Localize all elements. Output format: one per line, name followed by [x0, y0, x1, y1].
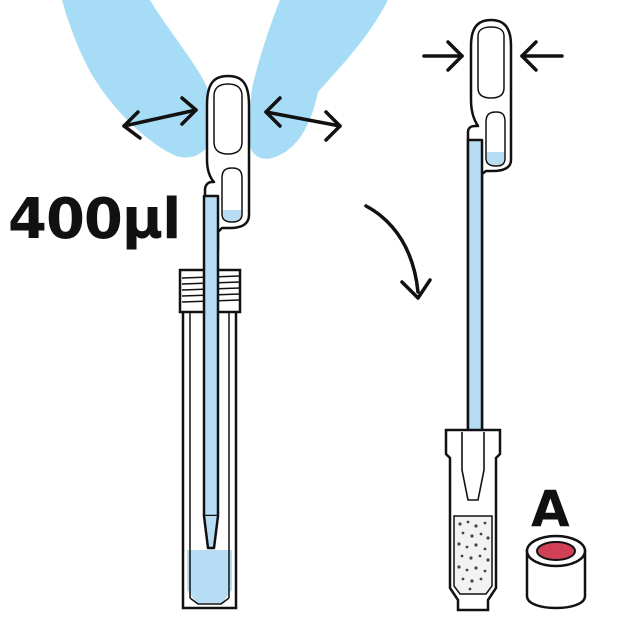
cap-insert — [536, 541, 576, 561]
resin-particles — [457, 520, 490, 591]
tube-liquid — [187, 550, 232, 603]
reagent-cap — [525, 534, 587, 610]
column-resin — [453, 515, 493, 595]
pipette-stem-right — [466, 138, 484, 462]
left-glove-finger — [62, 0, 218, 158]
transfer-pipette-right — [466, 18, 513, 498]
double-horizontal-arrow-icon — [122, 96, 198, 140]
right-glove-finger — [247, 0, 388, 159]
volume-label: 400µl — [8, 187, 181, 252]
gloved-fingers — [62, 0, 388, 159]
inward-arrows-icon — [422, 40, 564, 72]
curved-down-arrow-icon — [364, 204, 432, 300]
pipette-stem — [202, 194, 220, 518]
double-horizontal-arrow-icon — [264, 96, 342, 142]
tube-body — [181, 312, 238, 610]
reagent-label: A — [531, 480, 570, 538]
column-tube — [444, 428, 502, 612]
transfer-pipette-left — [202, 74, 251, 550]
